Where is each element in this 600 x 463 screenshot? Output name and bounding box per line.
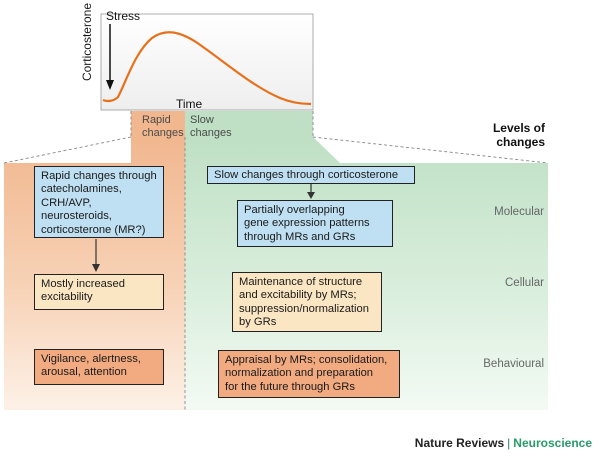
stress-arrow — [106, 24, 114, 90]
slow-arrow — [307, 183, 315, 199]
level-behavioural: Behavioural — [483, 358, 544, 370]
rapid-tab — [131, 111, 185, 137]
journal-credit: Nature Reviews|Neuroscience — [415, 436, 592, 450]
slow-behavioural-box: Appraisal by MRs; consolidation, normali… — [218, 350, 400, 398]
y-axis-label: Corticosterone — [80, 2, 94, 82]
slow-top-box: Slow changes through corticosterone — [207, 166, 415, 184]
slow-tab — [185, 111, 313, 137]
level-cellular: Cellular — [505, 277, 544, 289]
rapid-molecular-box: Rapid changes through catecholamines, CR… — [34, 166, 164, 238]
rapid-cellular-box: Mostly increased excitability — [34, 274, 164, 310]
journal-section: Neuroscience — [513, 436, 592, 450]
journal-name: Nature Reviews — [414, 436, 505, 450]
slow-molecular-box: Partially overlapping gene expression pa… — [237, 200, 393, 247]
stress-label: Stress — [106, 9, 141, 23]
level-molecular: Molecular — [494, 206, 544, 218]
rapid-arrow — [92, 239, 100, 272]
plot-area — [100, 13, 314, 111]
slow-cellular-box: Maintenance of structure and excitabilit… — [232, 272, 382, 332]
journal-separator: | — [507, 436, 511, 450]
x-axis-label: Time — [176, 97, 203, 111]
rapid-behavioural-box: Vigilance, alertness, arousal, attention — [34, 349, 164, 385]
corticosterone-curve — [102, 31, 312, 106]
